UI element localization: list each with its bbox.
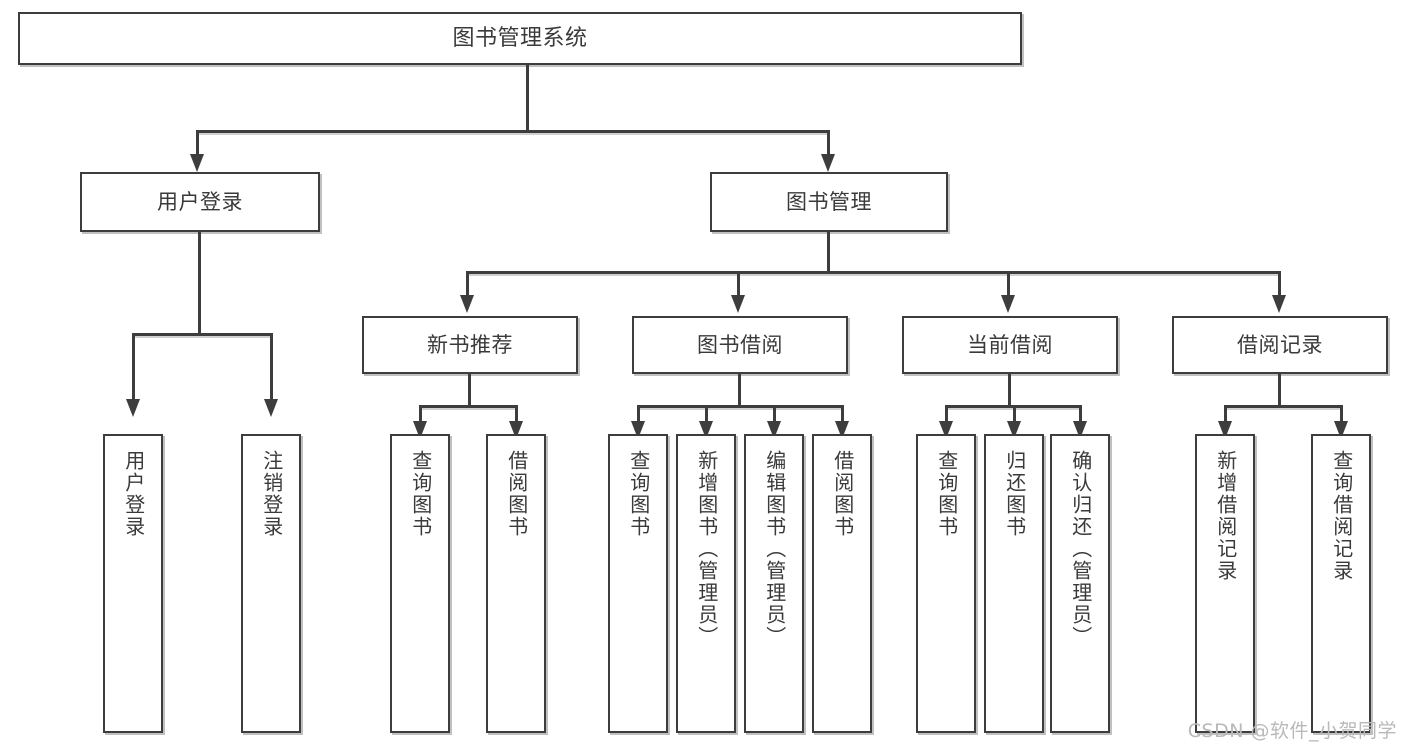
leaf-user-login[interactable]: 用户登录	[103, 434, 163, 733]
leaf-return-book[interactable]: 归还图书	[984, 434, 1044, 733]
connector-drop-cb-2	[1013, 405, 1016, 423]
node-root-system[interactable]: 图书管理系统	[18, 12, 1022, 65]
connector-stem-current	[1008, 374, 1011, 408]
node-new-book-recommend[interactable]: 新书推荐	[362, 316, 578, 374]
connector-drop-leaf-logout	[270, 333, 273, 401]
connector-drop-bb-3	[773, 405, 776, 423]
connector-bus-records	[1224, 405, 1342, 408]
arrow-user-login	[190, 154, 204, 172]
arrow-current	[1001, 295, 1015, 313]
leaf-add-borrow-record[interactable]: 新增借阅记录	[1195, 434, 1255, 733]
node-user-login[interactable]: 用户登录	[80, 172, 320, 232]
connector-root-stem	[526, 65, 529, 132]
connector-bus-new-book	[419, 405, 518, 408]
node-label: 借阅图书	[504, 450, 529, 538]
node-current-borrow[interactable]: 当前借阅	[902, 316, 1118, 374]
node-label: 查询借阅记录	[1329, 450, 1354, 582]
leaf-borrow-book[interactable]: 借阅图书	[812, 434, 872, 733]
leaf-query-book-borrow[interactable]: 查询图书	[608, 434, 668, 733]
connector-stem-user-login	[198, 232, 201, 335]
connector-drop-br-2	[1340, 405, 1343, 423]
leaf-confirm-return-admin[interactable]: 确认归还（管理员）	[1050, 434, 1110, 733]
node-label: 查询图书	[934, 450, 959, 538]
node-label: 确认归还（管理员）	[1068, 450, 1093, 648]
connector-stem-book-mgmt	[827, 232, 830, 274]
node-book-borrow[interactable]: 图书借阅	[632, 316, 848, 374]
leaf-edit-book-admin[interactable]: 编辑图书（管理员）	[744, 434, 804, 733]
connector-drop-nb-1	[419, 405, 422, 423]
arrow-borrow	[731, 295, 745, 313]
leaf-add-book-admin[interactable]: 新增图书（管理员）	[676, 434, 736, 733]
connector-tier2-bus	[196, 130, 830, 133]
connector-bus-borrow	[637, 405, 841, 408]
connector-drop-new-book	[466, 271, 469, 297]
connector-drop-br-1	[1224, 405, 1227, 423]
node-label: 用户登录	[121, 450, 146, 538]
node-label: 查询图书	[408, 450, 433, 538]
watermark-text: CSDN @软件_小贺同学	[1187, 720, 1397, 742]
connector-stem-new-book	[468, 374, 471, 408]
node-label: 新书推荐	[427, 332, 513, 357]
connector-drop-current	[1007, 271, 1010, 297]
node-label: 查询图书	[626, 450, 651, 538]
node-label: 借阅图书	[830, 450, 855, 538]
leaf-query-book-current[interactable]: 查询图书	[916, 434, 976, 733]
connector-drop-bb-2	[705, 405, 708, 423]
node-book-management[interactable]: 图书管理	[710, 172, 948, 232]
connector-bus-user-login	[132, 333, 270, 336]
connector-drop-bb-4	[841, 405, 844, 423]
leaf-query-borrow-record[interactable]: 查询借阅记录	[1311, 434, 1371, 733]
connector-stem-borrow	[738, 374, 741, 408]
node-label: 借阅记录	[1237, 332, 1323, 357]
connector-drop-cb-1	[945, 405, 948, 423]
node-borrow-records[interactable]: 借阅记录	[1172, 316, 1388, 374]
leaf-logout[interactable]: 注销登录	[241, 434, 301, 733]
connector-drop-user-login	[196, 130, 199, 156]
leaf-query-book-recommend[interactable]: 查询图书	[390, 434, 450, 733]
node-label: 用户登录	[157, 189, 243, 214]
arrow-records	[1272, 295, 1286, 313]
connector-bus-current	[945, 405, 1079, 408]
arrow-leaf-user-login	[126, 399, 140, 417]
node-label: 新增图书（管理员）	[694, 450, 719, 648]
connector-drop-cb-3	[1079, 405, 1082, 423]
arrow-leaf-logout	[264, 399, 278, 417]
connector-bus-tier3	[466, 271, 1281, 274]
connector-drop-borrow	[737, 271, 740, 297]
connector-stem-records	[1278, 374, 1281, 408]
node-label: 当前借阅	[967, 332, 1053, 357]
node-label: 新增借阅记录	[1213, 450, 1238, 582]
node-label: 图书管理	[786, 189, 872, 214]
leaf-borrow-book-recommend[interactable]: 借阅图书	[486, 434, 546, 733]
node-label: 图书管理系统	[452, 25, 588, 51]
connector-drop-nb-2	[515, 405, 518, 423]
connector-drop-bb-1	[637, 405, 640, 423]
connector-drop-book-mgmt	[827, 130, 830, 156]
arrow-new-book	[460, 295, 474, 313]
node-label: 归还图书	[1002, 450, 1027, 538]
arrow-book-mgmt	[821, 154, 835, 172]
connector-drop-records	[1278, 271, 1281, 297]
node-label: 注销登录	[259, 450, 284, 538]
node-label: 编辑图书（管理员）	[762, 450, 787, 648]
node-label: 图书借阅	[697, 332, 783, 357]
connector-drop-leaf-user-login	[132, 333, 135, 401]
